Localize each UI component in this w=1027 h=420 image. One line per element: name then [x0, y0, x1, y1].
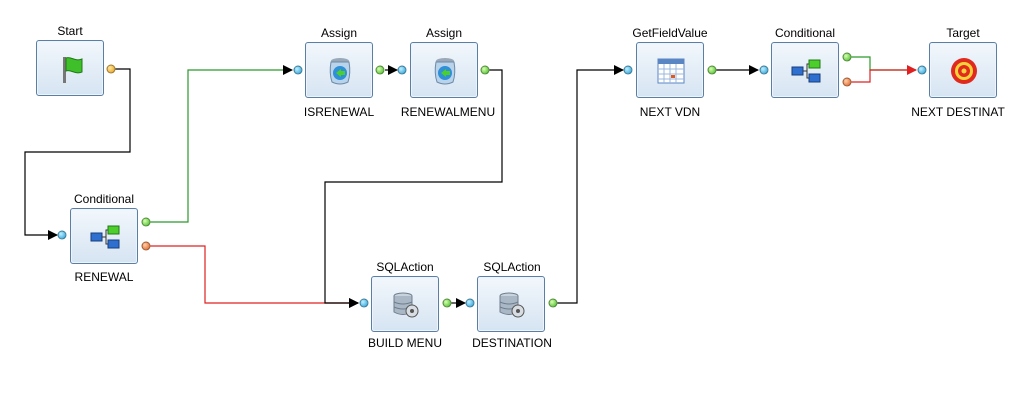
- output-port[interactable]: [707, 65, 717, 75]
- connector-cond-2-to-target[interactable]: [851, 56, 916, 71]
- assign-jar-icon: [329, 58, 351, 85]
- start-node[interactable]: [36, 40, 104, 96]
- input-port[interactable]: [397, 65, 407, 75]
- input-port[interactable]: [465, 298, 475, 308]
- database-gear-icon: [499, 292, 525, 318]
- connector-assign-renewalmenu-to-sql-build-menu[interactable]: [324, 69, 503, 308]
- output-port[interactable]: [106, 64, 116, 74]
- node-type-label: SQLAction: [483, 260, 541, 274]
- target-node[interactable]: [929, 42, 997, 98]
- node-name-label: RENEWALMENU: [400, 105, 496, 119]
- green-flag-icon: [63, 57, 83, 83]
- input-port[interactable]: [293, 65, 303, 75]
- node-type-label: GetFieldValue: [632, 26, 708, 40]
- false-output-port[interactable]: [141, 241, 151, 251]
- assign-renewalmenu-node[interactable]: [410, 42, 478, 98]
- input-port[interactable]: [623, 65, 633, 75]
- connector-sql-destination-to-getfield-next-vdn[interactable]: [557, 65, 624, 304]
- node-name-label: ISRENEWAL: [303, 105, 375, 119]
- input-port[interactable]: [917, 65, 927, 75]
- node-type-label: Conditional: [73, 192, 135, 206]
- assign-jar-icon: [434, 58, 456, 85]
- true-output-port[interactable]: [141, 217, 151, 227]
- node-type-label: Conditional: [774, 26, 836, 40]
- true-output-port[interactable]: [842, 52, 852, 62]
- node-name-label: NEXT VDN: [639, 105, 701, 119]
- node-type-label: Assign: [425, 26, 463, 40]
- input-port[interactable]: [359, 298, 369, 308]
- database-gear-icon: [393, 292, 419, 318]
- output-port[interactable]: [442, 298, 452, 308]
- input-port[interactable]: [759, 65, 769, 75]
- conditional-renewal-node[interactable]: [70, 208, 138, 264]
- sql-destination-node[interactable]: [477, 276, 545, 332]
- node-type-label: SQLAction: [376, 260, 434, 274]
- output-port[interactable]: [480, 65, 490, 75]
- node-type-label: Target: [946, 26, 980, 40]
- conditional-branch-icon: [90, 225, 120, 249]
- connector-cond-renewal-to-sql-build-menu[interactable]: [150, 245, 359, 308]
- assign-isrenewal-node[interactable]: [305, 42, 373, 98]
- connector-cond-renewal-to-assign-isrenewal[interactable]: [150, 65, 293, 223]
- node-type-label: Start: [57, 24, 83, 38]
- false-output-port[interactable]: [842, 77, 852, 87]
- node-name-label: DESTINATION: [472, 336, 552, 350]
- output-port[interactable]: [375, 65, 385, 75]
- node-name-label: NEXT DESTINAT: [911, 105, 1005, 119]
- target-bullseye-icon: [951, 58, 977, 84]
- connector-start-to-cond-renewal[interactable]: [24, 68, 131, 240]
- getfield-next-vdn-node[interactable]: [636, 42, 704, 98]
- node-type-label: Assign: [320, 26, 358, 40]
- connector-cond-2-to-target[interactable]: [851, 65, 917, 83]
- input-port[interactable]: [57, 230, 67, 240]
- node-name-label: BUILD MENU: [367, 336, 443, 350]
- node-name-label: RENEWAL: [74, 270, 134, 284]
- conditional-branch-icon: [791, 59, 821, 83]
- conditional-2-node[interactable]: [771, 42, 839, 98]
- sql-build-menu-node[interactable]: [371, 276, 439, 332]
- output-port[interactable]: [548, 298, 558, 308]
- calendar-grid-icon: [657, 58, 685, 84]
